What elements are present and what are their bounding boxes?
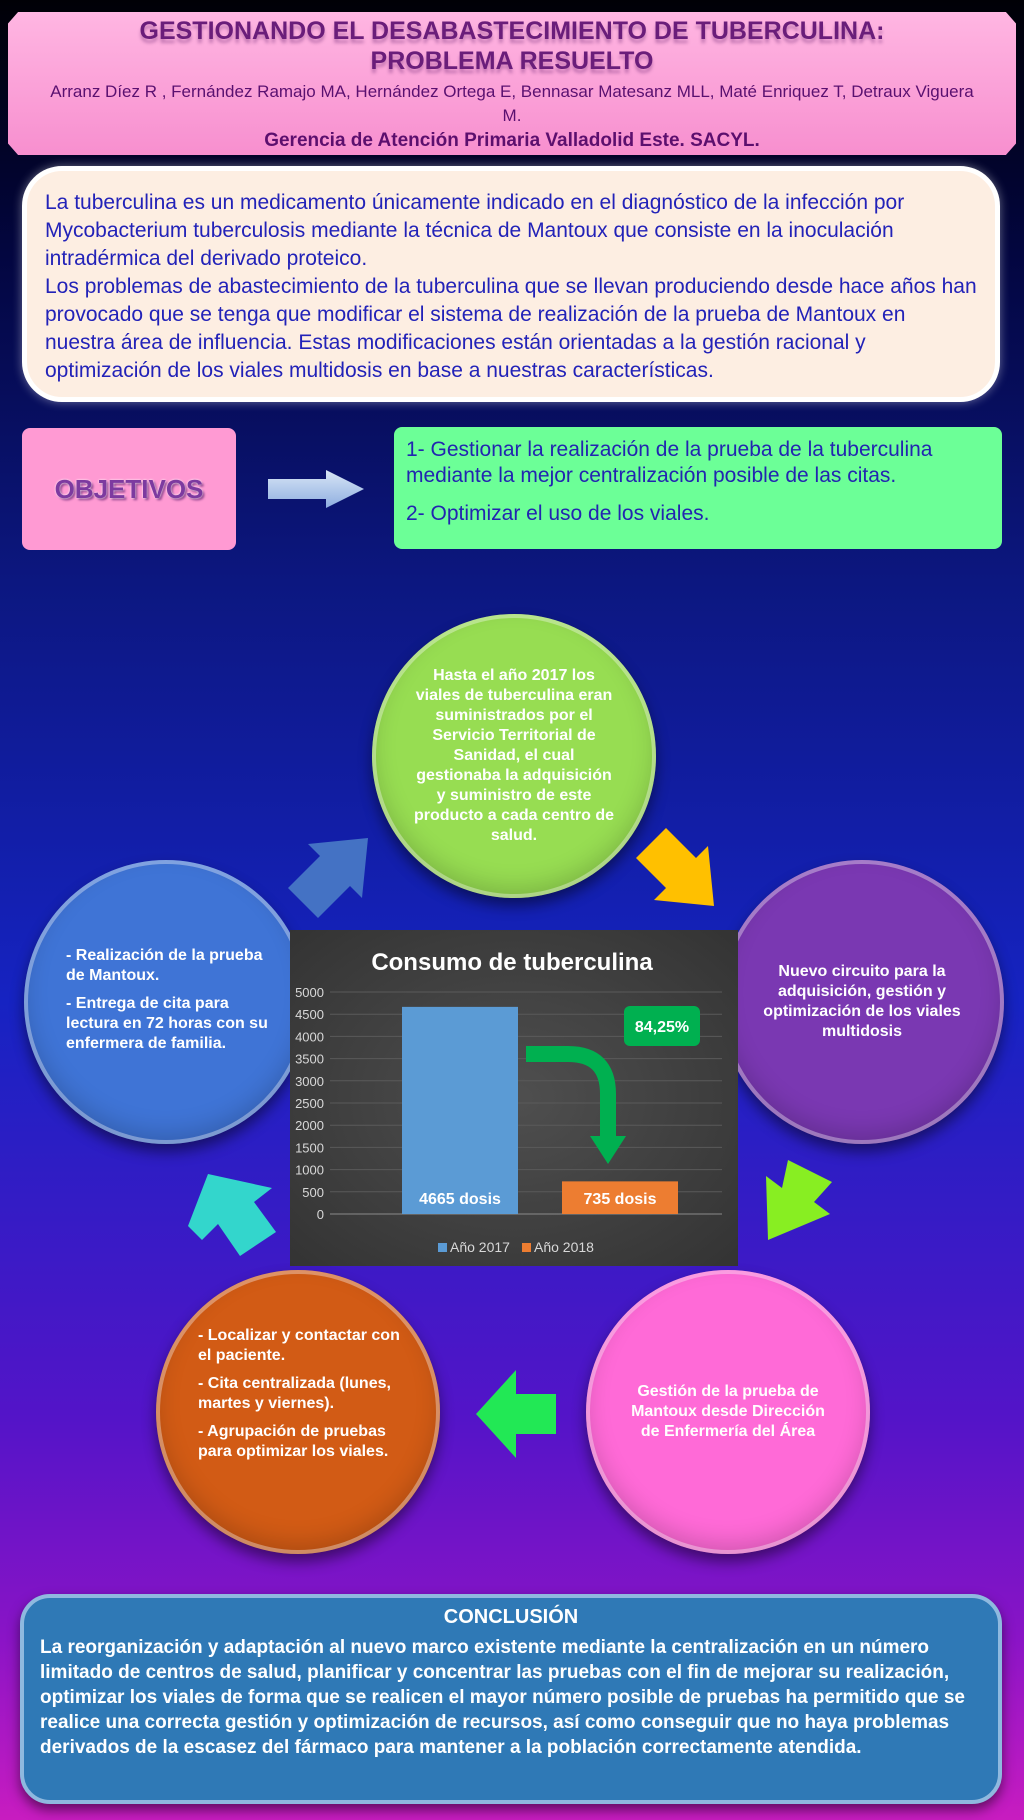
cycle-arrow-icon-left — [476, 1370, 556, 1458]
step-item-central-appointment: - Cita centralizada (lunes, martes y vie… — [198, 1375, 391, 1412]
step-circle-new-circuit: Nuevo circuito para la adquisición, gest… — [720, 860, 1004, 1144]
step-text-new-circuit: Nuevo circuito para la adquisición, gest… — [763, 963, 961, 1040]
cycle-arrow-icon-up-right — [288, 838, 368, 918]
chart-y-tick-label: 5000 — [295, 985, 324, 1000]
cycle-arrow-icon-down-left — [766, 1160, 832, 1240]
chart-bar — [562, 1181, 678, 1214]
chart-bar — [402, 1006, 518, 1214]
step-text-supply-history: Hasta el año 2017 los viales de tubercul… — [413, 667, 615, 844]
chart-y-tick-label: 4000 — [295, 1029, 324, 1044]
chart-y-tick-label: 1000 — [295, 1163, 324, 1178]
authors: Arranz Díez R , Fernández Ramajo MA, Her… — [50, 82, 974, 125]
chart-legend-label: Año 2017 — [450, 1239, 510, 1255]
chart-annotation: 84,25% — [635, 1019, 689, 1036]
step-item-mantoux: - Realización de la prueba de Mantoux. — [66, 947, 263, 984]
conclusion-box: CONCLUSIÓN La reorganización y adaptació… — [20, 1594, 1002, 1804]
step-item-locate: - Localizar y contactar con el paciente. — [198, 1327, 400, 1364]
chart-data-label: 4665 dosis — [419, 1191, 501, 1208]
intro-box: La tuberculina es un medicamento únicame… — [22, 166, 1000, 402]
chart-y-tick-label: 3000 — [295, 1074, 324, 1089]
chart-legend-swatch — [522, 1243, 531, 1252]
poster-header: GESTIONANDO EL DESABASTECIMIENTO DE TUBE… — [8, 12, 1016, 155]
chart-y-tick-label: 500 — [302, 1185, 324, 1200]
conclusion-text: La reorganización y adaptación al nuevo … — [40, 1637, 965, 1758]
intro-paragraph-2: Los problemas de abastecimiento de la tu… — [45, 275, 977, 382]
objective-item-1: 1- Gestionar la realización de la prueba… — [406, 438, 933, 487]
chart-y-tick-label: 2500 — [295, 1096, 324, 1111]
chart-legend-swatch — [438, 1243, 447, 1252]
poster-title-line1: GESTIONANDO EL DESABASTECIMIENTO DE TUBE… — [139, 17, 885, 45]
chart-y-tick-label: 1500 — [295, 1140, 324, 1155]
objectives-label: OBJETIVOS — [22, 428, 236, 550]
step-item-reading-appointment: - Entrega de cita para lectura en 72 hor… — [66, 995, 268, 1052]
poster-title-line2: PROBLEMA RESUELTO — [370, 47, 654, 75]
objective-item-2: 2- Optimizar el uso de los viales. — [406, 502, 710, 525]
cycle-arrow-icon-down-right — [636, 828, 714, 906]
step-text-nursing-management: Gestión de la prueba de Mantoux desde Di… — [631, 1383, 825, 1440]
step-circle-patient-contact: - Localizar y contactar con el paciente.… — [156, 1270, 440, 1554]
chart-decrease-arrowhead — [590, 1136, 626, 1164]
chart-decrease-arrow — [526, 1046, 616, 1140]
step-circle-nursing-management: Gestión de la prueba de Mantoux desde Di… — [586, 1270, 870, 1554]
chart-y-tick-label: 4500 — [295, 1007, 324, 1022]
right-arrow-icon — [268, 470, 364, 508]
conclusion-title: CONCLUSIÓN — [443, 1606, 579, 1628]
step-item-group-tests: - Agrupación de pruebas para optimizar l… — [198, 1423, 389, 1460]
chart-y-tick-label: 0 — [317, 1207, 324, 1222]
step-circle-test-execution: - Realización de la prueba de Mantoux. -… — [24, 860, 308, 1144]
chart-svg: Consumo de tuberculina 0 500 1000 1500 2000 2… — [295, 949, 722, 1255]
chart-title: Consumo de tuberculina — [371, 949, 653, 976]
step-circle-supply-history: Hasta el año 2017 los viales de tubercul… — [372, 614, 656, 898]
institution: Gerencia de Atención Primaria Valladolid… — [264, 130, 760, 151]
chart-annotation-badge — [624, 1006, 700, 1046]
chart-y-tick-label: 3500 — [295, 1052, 324, 1067]
chart-legend-label: Año 2018 — [534, 1239, 594, 1255]
chart-data-label: 735 dosis — [584, 1191, 657, 1208]
cycle-arrow-icon-up — [188, 1174, 276, 1256]
objectives-list: 1- Gestionar la realización de la prueba… — [394, 427, 1002, 549]
consumption-chart: Consumo de tuberculina 0 500 1000 1500 2000 2… — [290, 930, 738, 1266]
chart-y-tick-label: 2000 — [295, 1118, 324, 1133]
intro-paragraph-1: La tuberculina es un medicamento únicame… — [45, 191, 905, 270]
